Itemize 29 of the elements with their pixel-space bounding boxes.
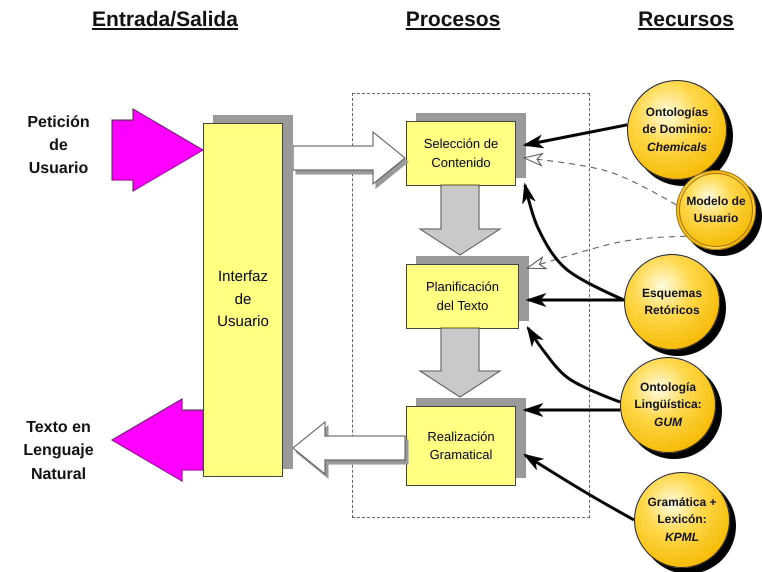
io-label: Petición de Usuario	[5, 108, 112, 183]
node-label: Planificación del Texto	[425, 278, 500, 314]
node-label: Selección de Contenido	[422, 135, 500, 172]
block-arrow	[418, 328, 502, 398]
block-arrow	[292, 130, 406, 186]
arrow	[524, 404, 620, 416]
column-heading: Recursos	[638, 8, 734, 32]
process-frame	[352, 93, 590, 518]
node-label: Realización Gramatical	[426, 428, 496, 464]
node-label: Ontología Lingüística: GUM	[633, 378, 703, 431]
node-label: Gramática + Lexicón: KPML	[647, 494, 717, 546]
io-label: Texto en Lenguaje Natural	[5, 412, 112, 490]
column-heading: Entrada/Salida	[92, 8, 238, 32]
node-label: Esquemas Retóricos	[640, 284, 704, 319]
node-label: Ontologías de Dominio: Chemicals	[641, 104, 713, 156]
arrow	[522, 184, 625, 302]
column-heading: Procesos	[406, 8, 500, 32]
node-label: Interfaz de Usuario	[216, 267, 270, 332]
node-label: Modelo de Usuario	[685, 192, 747, 227]
arrow	[524, 454, 635, 522]
arrow	[524, 123, 628, 148]
block-arrow	[292, 420, 406, 476]
arrow	[526, 326, 621, 404]
arrow	[524, 153, 677, 206]
arrow	[526, 294, 624, 306]
block-arrow	[111, 398, 204, 482]
block-arrow	[418, 184, 502, 256]
arrow	[526, 236, 686, 270]
block-arrow	[112, 108, 204, 192]
